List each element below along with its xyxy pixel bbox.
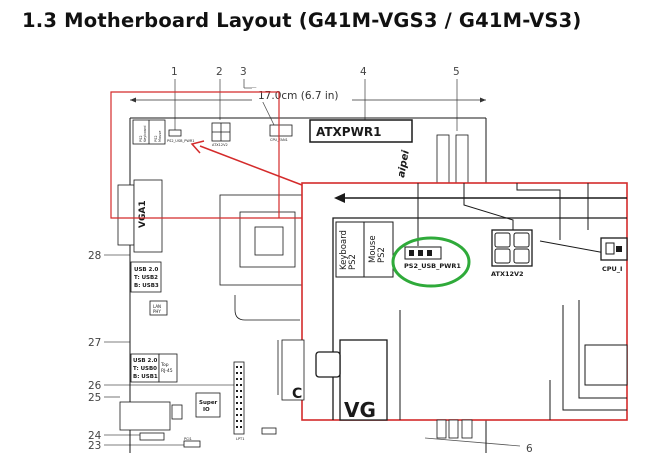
lpt-small-label: LPT1 bbox=[236, 437, 244, 441]
top-rj45-line-1: Top bbox=[160, 362, 169, 368]
top-rj45-line-2: RJ-45 bbox=[161, 368, 173, 374]
ps2-keyboard-small-line-1: PS2 bbox=[139, 135, 143, 142]
inset-ps2-mouse-line-1: PS2 bbox=[377, 247, 387, 263]
super-io-line-1: Super bbox=[199, 400, 218, 406]
callout-26: 26 bbox=[88, 380, 102, 392]
inset-vga-label: VG bbox=[344, 398, 376, 422]
ps2-usb-pwr1-small-label: PS2_USB_PWR1 bbox=[167, 139, 194, 143]
inset-ps2-keyboard-line-2: Keyboard bbox=[339, 230, 349, 270]
inset-ps2-mouse-line-2: Mouse bbox=[368, 235, 378, 263]
ps2-mouse-small-line-2: Mouse bbox=[158, 131, 162, 142]
highlight-arrow bbox=[190, 140, 303, 186]
callout-23: 23 bbox=[88, 440, 101, 452]
pci-small-label: PCI1 bbox=[184, 437, 192, 441]
vga-port bbox=[117, 184, 135, 246]
audio-jack-block bbox=[119, 401, 171, 431]
callout-28: 28 bbox=[88, 250, 101, 262]
green-highlight-circle bbox=[391, 236, 471, 288]
usb-group-2-line-2: T: USB0 bbox=[133, 366, 157, 372]
width-dimension: 17.0cm (6.7 in) bbox=[130, 88, 486, 103]
usb-group-1-line-1: USB 2.0 bbox=[134, 267, 158, 273]
callout-3: 3 bbox=[240, 66, 247, 78]
inset-cpu-fan-label: CPU_I bbox=[602, 265, 622, 273]
usb-group-2-line-3: B: USB1 bbox=[133, 374, 158, 380]
lan-phy-chip bbox=[149, 300, 168, 316]
ps2-keyboard-small-line-2: Keyboard bbox=[143, 126, 147, 142]
brand-fragment: aipei bbox=[396, 149, 412, 179]
inset-ps2-usb-pwr1-label: PS2_USB_PWR1 bbox=[404, 262, 461, 270]
super-io-chip bbox=[195, 392, 221, 418]
atxpwr1-connector bbox=[309, 119, 413, 143]
inset-atx12v2-label: ATX12V2 bbox=[491, 270, 524, 278]
audio-header bbox=[171, 404, 183, 420]
callout-leaders bbox=[104, 79, 521, 447]
dimension-label: 17.0cm (6.7 in) bbox=[258, 90, 339, 102]
usb-group-1-line-2: T: USB2 bbox=[134, 275, 158, 281]
callout-6: 6 bbox=[526, 443, 533, 453]
atx12v2-small-label: ATX12V2 bbox=[212, 143, 228, 147]
small-header bbox=[261, 427, 277, 435]
bottom-header bbox=[183, 440, 201, 448]
bottom-component-2 bbox=[448, 419, 459, 439]
usb-group-1-line-3: B: USB3 bbox=[134, 283, 159, 289]
callout-4: 4 bbox=[360, 66, 367, 78]
callout-24: 24 bbox=[88, 430, 102, 442]
ps2-mouse-small-line-1: PS2 bbox=[154, 135, 158, 142]
usb-group-2 bbox=[130, 353, 160, 383]
vga1-block bbox=[133, 179, 163, 253]
atxpwr1-label: ATXPWR1 bbox=[316, 125, 381, 139]
callout-25: 25 bbox=[88, 392, 101, 404]
cpu-socket-core bbox=[254, 226, 284, 256]
lan-phy-line-2: PHY bbox=[153, 309, 161, 314]
usb-group-2-line-1: USB 2.0 bbox=[133, 358, 157, 364]
board-outline bbox=[129, 117, 487, 453]
top-rj45-block bbox=[158, 353, 178, 383]
board-c-fragment: C bbox=[292, 386, 302, 402]
zoom-inset: PS2 Keyboard PS2 Mouse PS2_USB_PWR1 ATX1… bbox=[301, 182, 628, 422]
page-heading: 1.3 Motherboard Layout (G41M-VGS3 / G41M… bbox=[22, 9, 582, 32]
lpt-pins bbox=[236, 366, 242, 428]
lpt-header bbox=[233, 361, 245, 435]
highlight-source-box bbox=[110, 91, 302, 219]
callout-5: 5 bbox=[453, 66, 460, 78]
callout-27: 27 bbox=[88, 337, 101, 349]
lan-phy-line-1: LAN bbox=[153, 304, 161, 309]
vga1-label: VGA1 bbox=[138, 200, 148, 228]
super-io-line-2: IO bbox=[203, 407, 210, 413]
callout-1: 1 bbox=[171, 66, 178, 78]
vga-connector-outline bbox=[281, 339, 305, 401]
bottom-component-3 bbox=[461, 419, 473, 439]
bottom-component-1 bbox=[436, 419, 447, 439]
callout-2: 2 bbox=[216, 66, 223, 78]
cpu-fan1-header-small bbox=[269, 124, 293, 137]
ps2-usb-pwr1-header-small bbox=[168, 129, 182, 137]
front-panel-header bbox=[139, 432, 165, 441]
inset-ps2-keyboard-line-1: PS2 bbox=[348, 254, 358, 270]
usb-group-1 bbox=[130, 261, 162, 293]
